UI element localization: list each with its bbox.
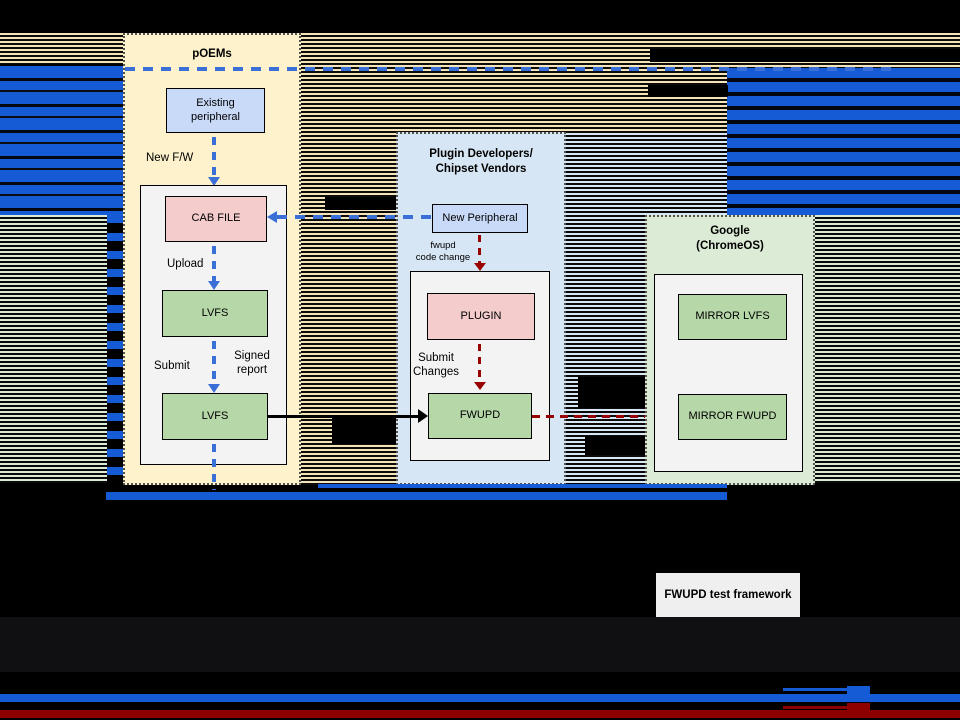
glitch-bluebars-left (0, 66, 123, 215)
glitch-blue-bar-thin (318, 484, 727, 488)
glitch-black-patch (650, 49, 960, 62)
arrow-code-change-line (478, 235, 481, 264)
node-lvfs-upload: LVFS (162, 290, 268, 337)
arrowhead-down-icon (208, 177, 220, 186)
node-mirror-fwupd: MIRROR FWUPD (678, 394, 787, 440)
glitch-black-patch (325, 197, 396, 210)
glitch-blue-bar-full (0, 694, 960, 702)
glitch-blue-bar-thick (106, 492, 727, 500)
panel-plugin-developers-title: Plugin Developers/ Chipset Vendors (429, 148, 533, 175)
node-fwupd: FWUPD (428, 393, 532, 439)
arrowhead-left-icon (267, 211, 277, 223)
node-cab-file: CAB FILE (165, 196, 267, 242)
node-existing-peripheral: Existing peripheral (166, 88, 265, 133)
arrowhead-down-icon (474, 382, 486, 390)
glitch-red-tick (783, 706, 847, 709)
glitch-black-patch (585, 436, 645, 455)
label-submit: Submit (154, 360, 190, 372)
glitch-dashed-line (125, 67, 893, 71)
label-new-fw: New F/W (146, 152, 194, 164)
arrow-poems-bottom-line (212, 444, 216, 490)
label-submit-changes: Submit Changes (412, 352, 460, 378)
label-upload: Upload (167, 258, 204, 270)
arrowhead-down-icon (474, 263, 486, 271)
arrow-upload-line (212, 246, 216, 282)
glitch-stripes-mid-column (301, 33, 396, 485)
arrow-lvfs-to-fwupd-line (268, 415, 418, 418)
arrow-submit-changes-line (478, 344, 481, 383)
panel-google-title: Google (ChromeOS) (696, 225, 764, 252)
arrow-fwupd-to-mirror-line (532, 415, 666, 418)
glitch-black-patch (578, 377, 645, 408)
arrowhead-down-icon (208, 281, 220, 290)
arrow-new-fw-line (212, 137, 216, 177)
arrow-submit-line (212, 341, 216, 384)
node-new-peripheral: New Peripheral (432, 204, 528, 233)
glitch-black-patch (332, 417, 396, 444)
node-plugin: PLUGIN (427, 293, 535, 340)
glitch-stripes-top-left (0, 33, 123, 64)
glitch-stripes-above-plugin (396, 33, 566, 132)
arrowhead-right-icon (418, 409, 428, 423)
node-mirror-lvfs: MIRROR LVFS (678, 294, 787, 340)
node-lvfs-submit: LVFS (162, 393, 268, 440)
panel-poems-title: pOEMs (192, 48, 232, 60)
glitch-black-patch (648, 85, 728, 97)
label-fwupd-code-change: fwupd code change (415, 240, 471, 264)
glitch-dark-band (0, 617, 960, 672)
glitch-stripes-right-mid (566, 33, 727, 133)
label-signed-report: Signed report (234, 350, 270, 376)
glitch-stripes-green-right (815, 215, 960, 483)
glitch-stripes-green-left (0, 215, 107, 483)
glitch-bluebars-right (727, 68, 960, 215)
glitch-bluesquares-left (107, 215, 123, 483)
arrowhead-down-icon (208, 384, 220, 393)
glitch-red-square (847, 703, 870, 712)
glitch-stripes-blue-column (566, 133, 645, 483)
glitch-red-bar-full (0, 710, 960, 718)
arrow-newperipheral-to-cab-line (277, 215, 432, 219)
node-fwupd-test-framework: FWUPD test framework (656, 573, 800, 617)
glitch-stripes-above-google (645, 133, 727, 215)
glitch-blue-tick (783, 688, 847, 691)
